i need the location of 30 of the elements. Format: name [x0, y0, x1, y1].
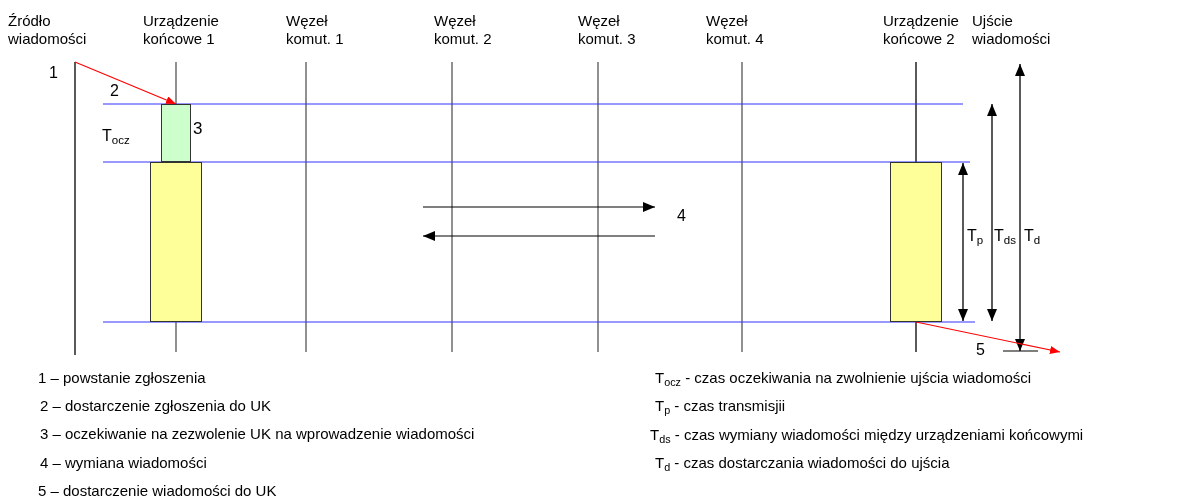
key-text: 1 – powstanie zgłoszenia	[38, 369, 206, 387]
column-header: Urządzenie końcowe 2	[883, 12, 960, 48]
column-header: Węzeł komut. 4	[706, 12, 765, 48]
key-text: T$_{ocz}$ - czas oczekiwania na zwolnienie ujścia wiadomości	[655, 369, 1032, 389]
time-symbol: T$_{ocz}$	[102, 126, 130, 148]
column-header: Ujście wiadomości	[972, 12, 1052, 48]
key-text: 4 – wymiana wiadomości	[40, 454, 207, 472]
callout-number: 5	[976, 340, 985, 360]
arrow	[915, 321, 1061, 354]
transmission-box	[890, 162, 942, 322]
key-text: 3 – oczekiwanie na zezwolenie UK na wprowadzenie wiadomości	[40, 425, 475, 443]
key-text: 5 – dostarczenie wiadomości do UK	[38, 482, 277, 500]
callout-number: 1	[49, 63, 58, 83]
column-header: Węzeł komut. 1	[286, 12, 345, 48]
key-text: T$_{d}$ - czas dostarczania wiadomości do ujścia	[655, 454, 950, 474]
arrow	[74, 61, 177, 105]
column-header: Węzeł komut. 3	[578, 12, 637, 48]
column-header: Źródło wiadomości	[8, 12, 88, 48]
time-symbol: T$_{ds}$	[994, 226, 1016, 248]
column-header: Węzeł komut. 2	[434, 12, 493, 48]
time-symbol: T$_{d}$	[1024, 226, 1041, 248]
key-text: T$_{ds}$ - czas wymiany wiadomości między urządzeniami końcowymi	[650, 426, 1084, 446]
callout-number: 3	[193, 119, 203, 139]
key-text: 2 – dostarczenie zgłoszenia do UK	[40, 397, 271, 415]
callout-number: 4	[677, 206, 686, 226]
key-text: T$_{p}$ - czas transmisjii	[655, 397, 786, 417]
time-symbol: T$_{p}$	[967, 226, 984, 248]
callout-number: 2	[110, 81, 119, 101]
transmission-box	[150, 162, 202, 322]
column-header: Urządzenie końcowe 1	[143, 12, 220, 48]
